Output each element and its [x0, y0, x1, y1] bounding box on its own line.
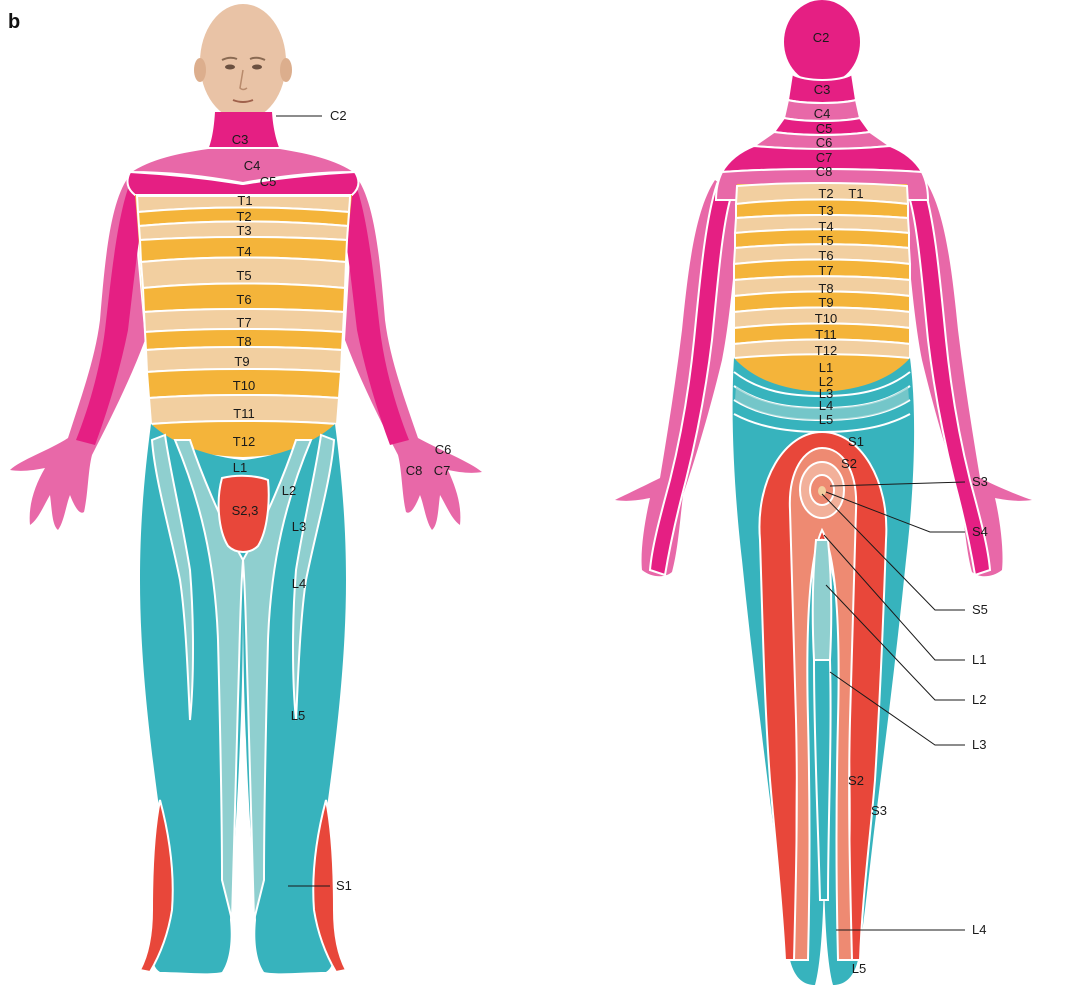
- front-label-c8: C8: [406, 463, 423, 478]
- back-label-t6: T6: [818, 248, 833, 263]
- front-label-c5: C5: [260, 174, 277, 189]
- front-label-t4: T4: [236, 244, 251, 259]
- front-label-t9: T9: [234, 354, 249, 369]
- back-label-c6: C6: [816, 135, 833, 150]
- front-label-l1: L1: [233, 460, 247, 475]
- front-label-c6: C6: [435, 442, 452, 457]
- back-label-t3: T3: [818, 203, 833, 218]
- back-label-t12: T12: [815, 343, 837, 358]
- front-label-t12: T12: [233, 434, 255, 449]
- panel-label: b: [8, 11, 20, 33]
- back-label-t7: T7: [818, 263, 833, 278]
- front-label-c3: C3: [232, 132, 249, 147]
- front-label-t11: T11: [233, 406, 254, 421]
- back-right-arm-c6: [910, 184, 990, 575]
- front-left-eye: [225, 65, 235, 70]
- callout-l3: L3: [972, 737, 986, 752]
- callout-l4: L4: [972, 922, 986, 937]
- back-label-s3-leg: S3: [871, 803, 887, 818]
- back-label-c3: C3: [814, 82, 831, 97]
- front-label-t7: T7: [236, 315, 251, 330]
- back-label-l5: L5: [819, 412, 833, 427]
- back-label-s2: S2: [841, 456, 857, 471]
- front-label-t5: T5: [236, 268, 251, 283]
- back-label-t4: T4: [818, 219, 833, 234]
- back-label-c2: C2: [813, 30, 830, 45]
- back-label-t1: T1: [848, 186, 863, 201]
- back-label-t2: T2: [818, 186, 833, 201]
- front-right-eye: [252, 65, 262, 70]
- front-label-l5: L5: [291, 708, 305, 723]
- callout-s4: S4: [972, 524, 988, 539]
- back-label-c8: C8: [816, 164, 833, 179]
- front-label-c2: C2: [330, 108, 347, 123]
- front-figure: [10, 4, 482, 973]
- back-label-t5: T5: [818, 233, 833, 248]
- front-label-l4: L4: [292, 576, 306, 591]
- back-label-l1: L1: [819, 360, 833, 375]
- callout-s3: S3: [972, 474, 988, 489]
- front-right-ear: [280, 58, 292, 82]
- back-label-t9: T9: [818, 295, 833, 310]
- back-label-l5-foot: L5: [852, 961, 866, 976]
- back-label-s2-leg: S2: [848, 773, 864, 788]
- front-label-t1: T1: [237, 193, 252, 208]
- front-label-t10: T10: [233, 378, 255, 393]
- front-label-l3: L3: [292, 519, 306, 534]
- front-label-c7: C7: [434, 463, 451, 478]
- back-label-t11: T11: [815, 327, 836, 342]
- front-label-s23: S2,3: [232, 503, 259, 518]
- back-label-t8: T8: [818, 281, 833, 296]
- callout-s5: S5: [972, 602, 988, 617]
- callout-l2: L2: [972, 692, 986, 707]
- back-left-arm-c6: [650, 184, 730, 575]
- front-label-t3: T3: [236, 223, 251, 238]
- back-label-s1: S1: [848, 434, 864, 449]
- back-posterior-l1l2: [813, 540, 832, 660]
- back-label-c5: C5: [816, 121, 833, 136]
- front-label-c4: C4: [244, 158, 261, 173]
- front-label-l2: L2: [282, 483, 296, 498]
- front-left-ear: [194, 58, 206, 82]
- back-label-c4: C4: [814, 106, 831, 121]
- front-label-t8: T8: [236, 334, 251, 349]
- back-label-c7: C7: [816, 150, 833, 165]
- callout-l1: L1: [972, 652, 986, 667]
- front-label-t2: T2: [236, 209, 251, 224]
- front-label-s1: S1: [336, 878, 352, 893]
- front-label-t6: T6: [236, 292, 251, 307]
- back-label-t10: T10: [815, 311, 837, 326]
- back-label-l4: L4: [819, 398, 833, 413]
